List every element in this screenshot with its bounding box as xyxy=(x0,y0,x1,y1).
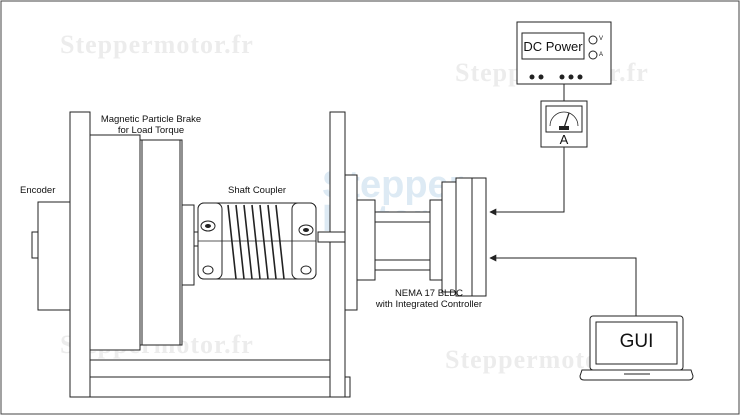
psu-terminal xyxy=(577,74,583,80)
motor-rear-flange xyxy=(429,199,443,281)
gui-laptop xyxy=(579,315,694,381)
watermark: Steppermotor.fr xyxy=(60,30,254,59)
encoder-label: Encoder xyxy=(20,185,56,196)
magnetic-particle-brake xyxy=(89,134,195,351)
amp-knob xyxy=(588,50,598,60)
ammeter-label: A xyxy=(559,132,569,147)
right-support-flange xyxy=(344,174,358,311)
brake-hub xyxy=(181,204,195,286)
psu-terminal xyxy=(568,74,574,80)
encoder-body xyxy=(37,201,71,311)
psu-terminal xyxy=(529,74,535,80)
coupler-label: Shaft Coupler xyxy=(228,185,287,196)
base-plate xyxy=(69,376,351,398)
psu-terminal xyxy=(559,74,565,80)
laptop-base xyxy=(579,369,694,381)
nema17-motor xyxy=(356,177,487,297)
controller-housing xyxy=(441,181,457,293)
gui-label: GUI xyxy=(619,331,654,352)
left-support-inner xyxy=(89,359,331,378)
dc-power-supply xyxy=(516,21,612,85)
right-support-plate xyxy=(329,111,346,398)
brake-housing xyxy=(89,134,141,351)
motor-label: NEMA 17 BLDC with Integrated Controller xyxy=(370,288,488,310)
brake-label-line1: Magnetic Particle Brake xyxy=(100,114,202,125)
motor-label-line1: NEMA 17 BLDC xyxy=(394,288,464,299)
amp-unit-label: A xyxy=(599,52,604,58)
clamp-slot xyxy=(300,265,312,275)
encoder-shaft-stub xyxy=(31,231,39,259)
psu-terminal xyxy=(538,74,544,80)
shaft-coupler xyxy=(197,202,317,280)
clamp-slot xyxy=(202,265,214,275)
brake-rotor xyxy=(139,139,183,346)
motor-face-flange xyxy=(356,199,376,281)
motor-body xyxy=(374,211,431,271)
psu-display-text: DC Power xyxy=(523,39,583,54)
volt-knob xyxy=(588,35,598,45)
psu-display xyxy=(521,32,585,60)
wire-ammeter-motor xyxy=(489,147,565,216)
controller-board xyxy=(455,177,487,297)
ammeter-needle xyxy=(563,112,570,129)
wire-gui-motor xyxy=(489,254,637,316)
brake-label: Magnetic Particle Brake for Load Torque xyxy=(96,114,206,136)
encoder xyxy=(31,201,71,311)
motor-shaft xyxy=(317,231,346,243)
left-support-plate xyxy=(69,111,91,398)
motor-label-line2: with Integrated Controller xyxy=(375,299,483,310)
volt-unit-label: V xyxy=(599,36,604,42)
laptop-screen xyxy=(595,321,678,365)
brake-label-line2: for Load Torque xyxy=(117,125,185,136)
